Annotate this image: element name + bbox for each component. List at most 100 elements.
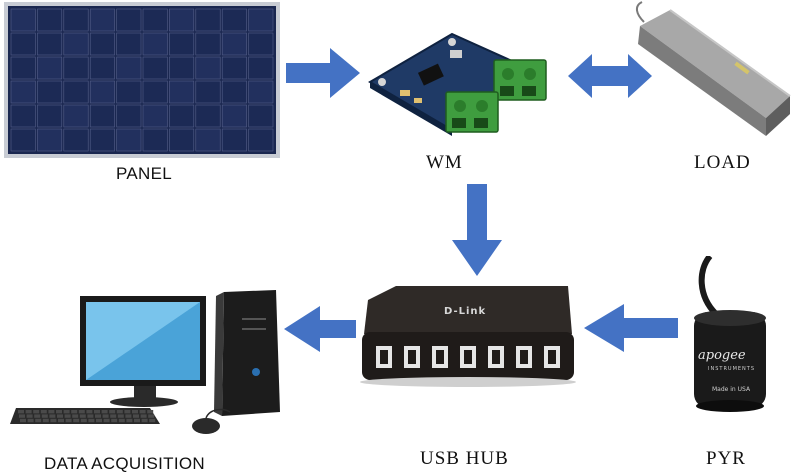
panel-cell — [116, 32, 142, 56]
panel-cell — [142, 104, 168, 128]
usb-port-tongue — [408, 350, 416, 364]
sensor-sub-text: INSTRUMENTS — [708, 366, 756, 372]
panel-cell — [89, 80, 115, 104]
keyboard-key — [26, 414, 33, 418]
keyboard-key — [63, 410, 70, 414]
arrow-wm-to-hub — [452, 184, 502, 278]
keyboard-key — [19, 414, 25, 418]
keyboard-key — [20, 418, 26, 423]
panel-cell — [142, 56, 168, 80]
keyboard-key — [87, 414, 94, 418]
keyboard-key — [116, 410, 123, 414]
panel-cell — [89, 128, 115, 152]
panel-cell — [10, 128, 36, 152]
panel-cell — [10, 32, 36, 56]
panel-cell — [10, 8, 36, 32]
keyboard-key — [132, 410, 138, 414]
panel-cell — [37, 56, 63, 80]
keyboard-key — [140, 414, 147, 418]
usb-port-tongue — [464, 350, 472, 364]
panel-cell — [248, 128, 274, 152]
panel-cell — [63, 32, 89, 56]
keyboard-key — [95, 414, 101, 418]
usb-hub-label: USB HUB — [420, 448, 509, 469]
keyboard-key — [147, 410, 154, 414]
keyboard-key — [33, 410, 40, 414]
panel-cell — [195, 32, 221, 56]
pyranometer-image — [682, 256, 778, 416]
computer-image — [10, 284, 286, 440]
keyboard-key — [88, 418, 95, 423]
usb-hub-image — [356, 282, 580, 388]
panel-cell — [63, 56, 89, 80]
panel-cell — [248, 80, 274, 104]
arrow-wm-load-bidirectional — [568, 54, 652, 98]
keyboard-key — [58, 418, 64, 423]
solar-panel-image — [4, 2, 280, 158]
panel-cell — [116, 128, 142, 152]
keyboard-key — [109, 410, 116, 414]
arrow-pyr-to-hub — [584, 304, 678, 352]
keyboard-key — [124, 410, 131, 414]
keyboard-key — [139, 410, 146, 414]
panel-cell — [221, 56, 247, 80]
keyboard-key — [72, 414, 79, 418]
keyboard-key — [27, 418, 34, 423]
keyboard-key — [149, 418, 156, 423]
panel-cell — [89, 32, 115, 56]
keyboard-key — [111, 418, 118, 423]
keyboard-key — [35, 418, 42, 423]
panel-cell — [195, 56, 221, 80]
panel-cell — [37, 32, 63, 56]
panel-cell — [195, 80, 221, 104]
keyboard-key — [101, 410, 108, 414]
sensor-brand-text: apogee — [698, 348, 746, 363]
keyboard-key — [110, 414, 117, 418]
panel-cell — [63, 104, 89, 128]
keyboard-key — [64, 414, 71, 418]
panel-cell — [221, 104, 247, 128]
panel-cell — [221, 80, 247, 104]
panel-cell — [195, 104, 221, 128]
keyboard-key — [103, 418, 110, 423]
panel-cell — [169, 80, 195, 104]
panel-cell — [221, 128, 247, 152]
keyboard-key — [57, 414, 63, 418]
panel-cell — [142, 128, 168, 152]
keyboard-key — [42, 418, 49, 423]
panel-cell — [89, 8, 115, 32]
panel-cell — [37, 128, 63, 152]
usb-port-tongue — [436, 350, 444, 364]
load-label: LOAD — [694, 152, 751, 173]
keyboard-key — [41, 414, 48, 418]
keyboard-key — [102, 414, 109, 418]
keyboard-key — [49, 414, 56, 418]
keyboard-key — [65, 418, 72, 423]
panel-cell — [10, 56, 36, 80]
hub-brand-text: D-Link — [444, 306, 487, 317]
keyboard-key — [96, 418, 102, 423]
panel-cell — [169, 56, 195, 80]
keyboard-key — [18, 410, 24, 414]
pyr-label: PYR — [706, 448, 746, 469]
keyboard-key — [86, 410, 93, 414]
keyboard-key — [48, 410, 55, 414]
panel-cell — [63, 128, 89, 152]
panel-cell — [142, 8, 168, 32]
panel-cell — [63, 80, 89, 104]
keyboard-key — [118, 418, 125, 423]
wm-board-image — [360, 20, 570, 140]
keyboard-key — [134, 418, 140, 423]
keyboard-key — [56, 410, 62, 414]
keyboard-key — [25, 410, 32, 414]
panel-cell — [37, 80, 63, 104]
panel-cell — [169, 32, 195, 56]
keyboard-key — [79, 414, 86, 418]
keyboard-key — [73, 418, 80, 423]
panel-cell — [10, 104, 36, 128]
panel-cell — [63, 8, 89, 32]
panel-cell — [116, 8, 142, 32]
keyboard-key — [40, 410, 47, 414]
arrow-panel-to-wm — [286, 48, 362, 98]
sensor-origin-text: Made in USA — [712, 386, 751, 393]
